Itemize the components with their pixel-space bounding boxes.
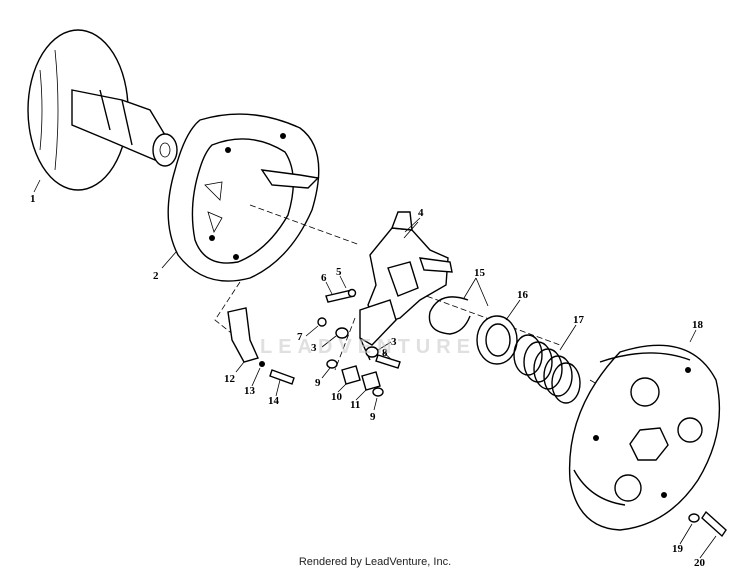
- callout-5: 5: [336, 266, 342, 278]
- callout-labels: 1 2 3 3 4 5 6 7 8 9 9 10 11 12 13 14 15 …: [30, 193, 706, 569]
- part-2-clutch-cover: [161, 113, 320, 282]
- callout-8: 8: [382, 347, 388, 359]
- leader-lines: [235, 217, 717, 559]
- callout-1: 1: [30, 193, 36, 205]
- part-4-weight-assembly: [359, 211, 453, 361]
- callout-2: 2: [153, 270, 159, 282]
- callout-13: 13: [244, 385, 256, 397]
- part-1-drive-plate: [27, 29, 178, 193]
- callout-9: 9: [315, 377, 321, 389]
- part-18-clutch-housing: [568, 344, 721, 531]
- part-16-ring: [476, 315, 518, 365]
- callout-4: 4: [418, 207, 424, 219]
- callout-19: 19: [672, 543, 684, 555]
- callout-16: 16: [517, 289, 529, 301]
- callout-11: 11: [350, 399, 360, 411]
- callout-6: 6: [321, 272, 327, 284]
- callout-3: 3: [391, 336, 397, 348]
- callout-17: 17: [573, 314, 585, 326]
- parts-12-14-bracket: [227, 307, 295, 385]
- callout-12: 12: [224, 373, 236, 385]
- callout-3: 3: [311, 342, 317, 354]
- watermark-text: LEADVENTURE: [260, 336, 477, 358]
- callout-9: 9: [370, 411, 376, 423]
- callout-7: 7: [297, 331, 303, 343]
- callout-14: 14: [268, 395, 280, 407]
- callout-10: 10: [331, 391, 343, 403]
- callout-15: 15: [474, 267, 486, 279]
- callout-20: 20: [694, 557, 706, 569]
- callout-18: 18: [692, 319, 704, 331]
- part-17-spring: [513, 334, 581, 404]
- footer-credit: Rendered by LeadVenture, Inc.: [298, 556, 452, 568]
- part-15-snap-ring: [428, 296, 471, 335]
- hardware-pieces: [317, 288, 401, 397]
- parts-19-20-bolt: [688, 510, 727, 538]
